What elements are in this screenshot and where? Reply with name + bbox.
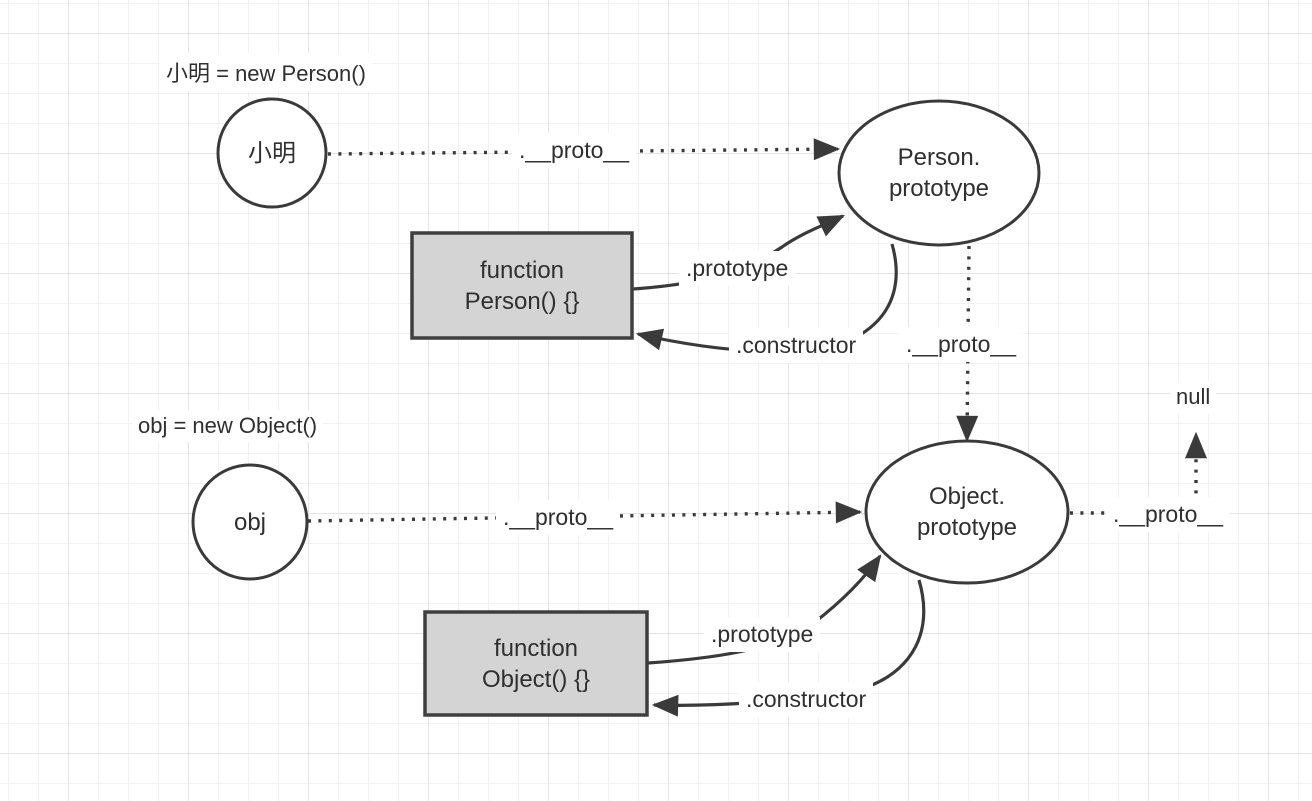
person-prototype-label: Person. prototype: [839, 101, 1039, 245]
person-function-line2: Person() {}: [464, 287, 580, 315]
object-prototype-label: Object. prototype: [866, 441, 1068, 583]
xiaoming-instance-circle: [216, 97, 328, 209]
xiaoming-instance-label-text: 小明: [248, 139, 296, 167]
person-function-line1: function: [479, 256, 565, 284]
object-function-line1: function: [493, 634, 579, 662]
xiaoming-proto-edge-label: .__proto__: [512, 133, 636, 168]
object-proto-chain-edge-label: .__proto__: [1106, 497, 1230, 532]
person-constructor-edge-label: .constructor: [729, 328, 864, 363]
edge-person-prototype-to-object-prototype-arrow: [956, 245, 979, 443]
person-function-label: function Person() {}: [412, 233, 632, 338]
obj-proto-edge-label: .__proto__: [496, 500, 620, 535]
xiaoming-declaration-text: 小明 = new Person(): [160, 53, 372, 91]
object-function-box: [423, 610, 649, 717]
xiaoming-instance-label: 小明: [218, 99, 326, 207]
obj-instance-label-text: obj: [233, 508, 267, 536]
obj-instance-label: obj: [193, 465, 307, 579]
person-prototype-ref-edge-label: .prototype: [679, 251, 796, 286]
obj-declaration-text: obj = new Object(): [132, 410, 324, 442]
object-prototype-line2: prototype: [916, 514, 1018, 541]
object-prototype-ellipse: [864, 439, 1070, 585]
object-function-line2: Object() {}: [481, 665, 591, 693]
person-prototype-line2: prototype: [888, 175, 990, 202]
object-constructor-edge-label: .constructor: [739, 682, 874, 717]
object-prototype-line1: Object.: [928, 483, 1006, 510]
object-prototype-ref-edge-label: .prototype: [704, 617, 821, 652]
edge-xiaoming-proto-arrow: [327, 138, 841, 161]
null-terminal-text: null: [1170, 381, 1217, 413]
edge-obj-proto-arrow: [307, 501, 863, 524]
person-proto-chain-edge-label: .__proto__: [899, 327, 1023, 362]
person-prototype-line1: Person.: [897, 144, 981, 171]
person-function-box: [410, 231, 634, 340]
person-prototype-ellipse: [837, 99, 1041, 247]
object-function-label: function Object() {}: [425, 612, 647, 715]
obj-instance-circle: [191, 463, 309, 581]
